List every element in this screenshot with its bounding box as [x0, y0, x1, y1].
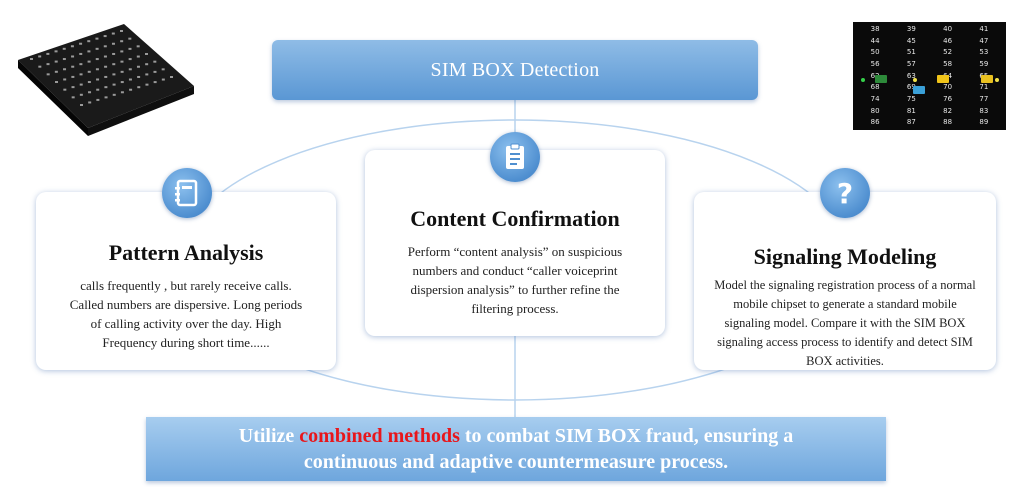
card-body: Model the signaling registration process…	[710, 276, 980, 371]
rack-slot-number: 83	[979, 106, 989, 115]
conclusion-highlight: combined methods	[299, 425, 460, 447]
rack-slot-number: 39	[906, 25, 916, 33]
conclusion-suffix: to combat SIM BOX fraud, ensuring a	[459, 425, 794, 447]
rack-slot-number: 81	[906, 106, 916, 115]
sim-rack-image: 3839404144454647505152535657585962636465…	[853, 22, 1006, 130]
pattern-analysis-card: Pattern Analysis calls frequently , but …	[36, 192, 336, 370]
card-line: of calling activity over the day. High	[90, 316, 282, 331]
card-line: signaling access process to identify and…	[717, 335, 973, 349]
card-title: Content Confirmation	[410, 206, 620, 231]
rack-slot-number: 45	[906, 36, 916, 45]
card-body: Perform “content analysis” on suspicious…	[381, 242, 649, 318]
sim-box-device-image	[14, 22, 196, 138]
rack-slot-number: 74	[870, 94, 880, 103]
rack-slot-number: 57	[906, 59, 916, 68]
rack-slot-number: 47	[979, 36, 989, 45]
rack-slot-number: 38	[870, 25, 880, 33]
rack-slot-number: 50	[870, 48, 880, 57]
card-line: Model the signaling registration process…	[714, 278, 976, 292]
rack-slot-number: 63	[906, 71, 916, 80]
question-icon: ?	[820, 168, 870, 218]
card-line: BOX activities.	[806, 354, 884, 368]
conclusion-line-1: Utilize combined methods to combat SIM B…	[239, 423, 793, 449]
notebook-icon	[162, 168, 212, 218]
card-line: mobile chipset to generate a standard mo…	[733, 297, 957, 311]
rack-slot-number: 80	[870, 106, 880, 115]
rack-slot-number: 59	[979, 59, 989, 68]
rack-slot-number: 82	[943, 106, 953, 115]
rack-slot-number: 52	[943, 48, 953, 57]
rack-slot-number: 87	[906, 118, 916, 127]
title-banner: SIM BOX Detection	[272, 40, 758, 100]
rack-slot-number: 41	[979, 25, 989, 33]
rack-slot-number: 76	[943, 94, 953, 103]
conclusion-prefix: Utilize	[238, 425, 300, 447]
card-line: filtering process.	[471, 301, 559, 316]
rack-slot-number: 51	[906, 48, 916, 57]
clipboard-icon	[490, 132, 540, 182]
card-line: Frequency during short time......	[102, 335, 270, 350]
rack-slot-number: 56	[870, 59, 880, 68]
card-body: calls frequently , but rarely receive ca…	[52, 276, 320, 352]
conclusion-line-2: continuous and adaptive countermeasure p…	[303, 451, 729, 473]
rack-slot-number: 40	[943, 25, 953, 33]
card-line: Called numbers are dispersive. Long peri…	[69, 297, 303, 312]
card-title: Signaling Modeling	[753, 244, 937, 269]
card-line: calls frequently , but rarely receive ca…	[80, 278, 292, 293]
rack-slot-number: 58	[943, 59, 953, 68]
rack-slot-number: 86	[870, 118, 880, 127]
rack-slot-number: 46	[943, 36, 953, 45]
rack-slot-number: 71	[979, 83, 989, 92]
card-line: dispersion analysis” to further refine t…	[410, 282, 620, 297]
card-line: Perform “content analysis” on suspicious	[407, 244, 623, 259]
card-line: signaling model. Compare it with the SIM…	[724, 316, 966, 330]
rack-slot-number: 44	[870, 36, 880, 45]
conclusion-banner: Utilize combined methods to combat SIM B…	[146, 417, 886, 481]
rack-slot-number: 69	[906, 83, 916, 92]
rack-slot-number: 53	[979, 48, 989, 57]
page-title: SIM BOX Detection	[430, 58, 600, 81]
card-line: numbers and conduct “caller voiceprint	[412, 263, 618, 278]
rack-slot-number: 70	[943, 83, 953, 92]
rack-slot-number: 77	[979, 94, 989, 103]
rack-slot-number: 88	[943, 118, 953, 127]
rack-slot-number: 75	[906, 94, 916, 103]
card-title: Pattern Analysis	[108, 240, 264, 265]
rack-slot-number: 68	[870, 83, 880, 92]
signaling-modeling-card: Signaling Modeling Model the signaling r…	[694, 192, 996, 370]
rack-slot-number: 89	[979, 118, 989, 127]
